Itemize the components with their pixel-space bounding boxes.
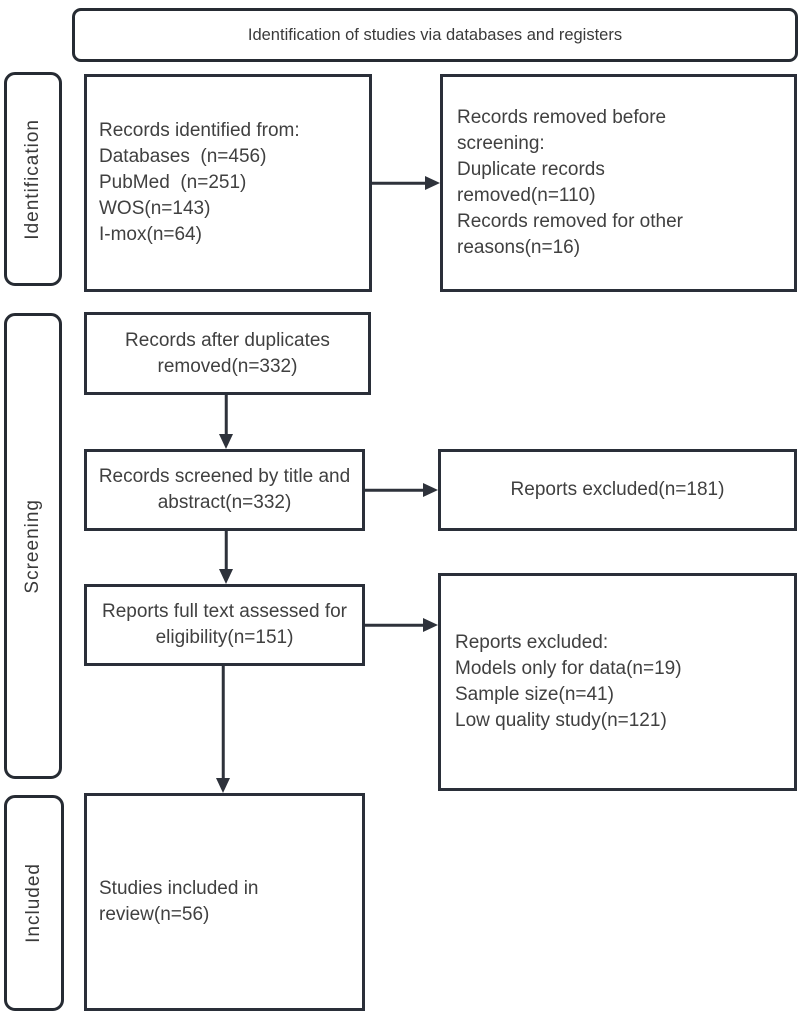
diagram-title-box: Identification of studies via databases …	[72, 8, 798, 62]
reports-excluded-models: Models only for data(n=19)	[455, 658, 682, 679]
arrow-screened-to-fulltext	[218, 531, 234, 584]
box-reports-excluded-fulltext: Reports excluded: Models only for data(n…	[438, 573, 797, 791]
arrow-head-right-icon	[425, 176, 440, 190]
arrow-shaft	[365, 488, 425, 492]
arrow-head-right-icon	[423, 618, 438, 632]
arrow-head-right-icon	[423, 483, 438, 497]
records-removed-duplicates: Duplicate records removed(n=110)	[457, 159, 611, 206]
records-removed-heading: Records removed before screening:	[457, 107, 672, 154]
stage-identification-label: Identification	[22, 118, 43, 240]
box-reports-excluded-screening: Reports excluded(n=181)	[438, 449, 797, 531]
records-removed-other: Records removed for other reasons(n=16)	[457, 211, 689, 258]
arrow-shaft	[221, 666, 225, 780]
stage-screening-label: Screening	[22, 498, 43, 594]
box-studies-included: Studies included in review(n=56)	[84, 793, 365, 1011]
reports-excluded-sample: Sample size(n=41)	[455, 684, 614, 705]
studies-included-text: Studies included in review(n=56)	[99, 878, 264, 925]
after-duplicates-text: Records after duplicates removed(n=332)	[125, 329, 336, 377]
stage-included: Included	[4, 795, 64, 1011]
screened-title-abstract-text: Records screened by title and abstract(n…	[98, 466, 356, 513]
arrow-duplicates-to-screened	[218, 395, 234, 449]
records-identified-imox: I-mox(n=64)	[99, 224, 202, 245]
box-after-duplicates: Records after duplicates removed(n=332)	[84, 312, 371, 395]
diagram-title: Identification of studies via databases …	[247, 25, 623, 44]
records-identified-wos: WOS(n=143)	[99, 198, 211, 219]
records-identified-pubmed: PubMed (n=251)	[99, 172, 247, 193]
records-identified-databases: Databases (n=456)	[99, 146, 267, 167]
box-records-removed: Records removed before screening: Duplic…	[440, 74, 797, 292]
arrow-shaft	[365, 623, 425, 627]
arrow-head-down-icon	[219, 434, 233, 449]
arrow-screened-to-excluded	[365, 482, 438, 498]
box-screened-title-abstract: Records screened by title and abstract(n…	[84, 449, 365, 531]
reports-excluded-screening-text: Reports excluded(n=181)	[510, 479, 725, 500]
arrow-shaft	[224, 395, 228, 436]
arrow-shaft	[224, 531, 228, 571]
box-records-identified: Records identified from: Databases (n=45…	[84, 74, 372, 292]
full-text-assessed-text: Reports full text assessed for eligibili…	[102, 601, 353, 648]
arrow-shaft	[372, 181, 427, 185]
stage-screening: Screening	[4, 313, 62, 779]
arrow-fulltext-to-included	[215, 666, 231, 793]
stage-included-label: Included	[23, 863, 44, 943]
stage-identification: Identification	[4, 72, 62, 286]
reports-excluded-quality: Low quality study(n=121)	[455, 710, 667, 731]
arrow-fulltext-to-excluded	[365, 617, 438, 633]
arrow-head-down-icon	[216, 778, 230, 793]
arrow-identified-to-removed	[372, 175, 440, 191]
box-full-text-assessed: Reports full text assessed for eligibili…	[84, 584, 365, 666]
records-identified-heading: Records identified from:	[99, 120, 300, 141]
reports-excluded-heading: Reports excluded:	[455, 632, 609, 653]
arrow-head-down-icon	[219, 569, 233, 584]
